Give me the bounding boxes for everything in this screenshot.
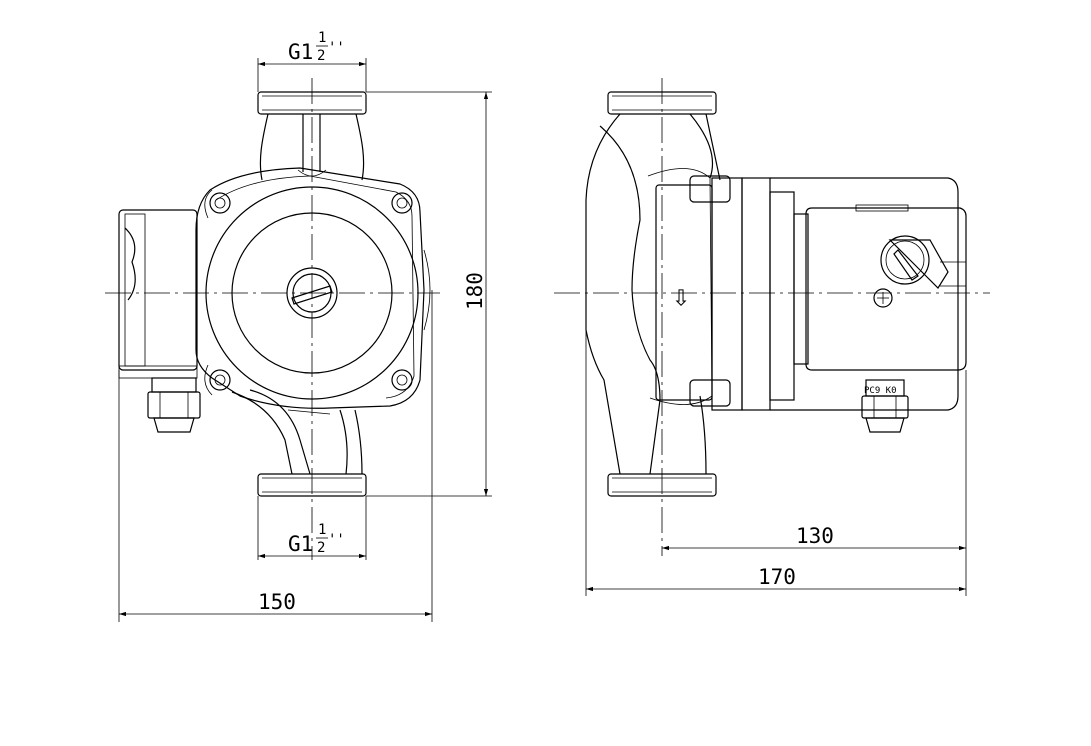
side-cable-gland [861,379,909,433]
dimension-side-170: 170 [585,330,966,596]
side-depth-total-value: 170 [758,565,796,589]
terminal-box [118,209,198,371]
thread-top-prefix: G1 [288,40,313,64]
side-housing-left [585,113,621,475]
housing-bolt [391,369,413,391]
dimension-thread-bottom: G1 1 2 '' [257,496,367,560]
thread-top-numerator: 1 [318,30,326,46]
thread-bottom-denominator: 2 [317,540,325,556]
screw-icon [873,288,893,308]
dimension-front-width: 150 [118,290,433,622]
thread-bottom-numerator: 1 [318,522,326,538]
bottom-neck [231,389,363,475]
thread-top-denominator: 2 [317,48,325,64]
thread-bottom-prefix: G1 [288,532,313,556]
side-terminal-box [805,207,967,371]
housing-bolt [209,192,231,214]
front-view [105,78,440,560]
top-neck [259,113,365,181]
thread-bottom-unit: '' [328,532,345,548]
side-depth-motor-value: 130 [796,524,834,548]
height-value: 180 [463,272,487,310]
housing-bolt [391,192,413,214]
cable-gland [147,377,201,433]
dimension-side-130: 130 [662,370,967,596]
housing-bolt [209,369,231,391]
speed-selector-knob[interactable] [880,235,949,289]
front-width-value: 150 [258,590,296,614]
flow-direction-icon: ⇩ [672,279,690,314]
side-view: ⇩ PC9 K0 [554,78,990,556]
dimension-height: 180 [366,91,492,497]
nameplate-label: PC9 K0 [864,386,897,396]
dimension-thread-top: G1 1 2 '' [257,30,367,92]
thread-top-unit: '' [328,40,345,56]
motor-body [770,177,959,411]
pump-housing [195,167,425,409]
